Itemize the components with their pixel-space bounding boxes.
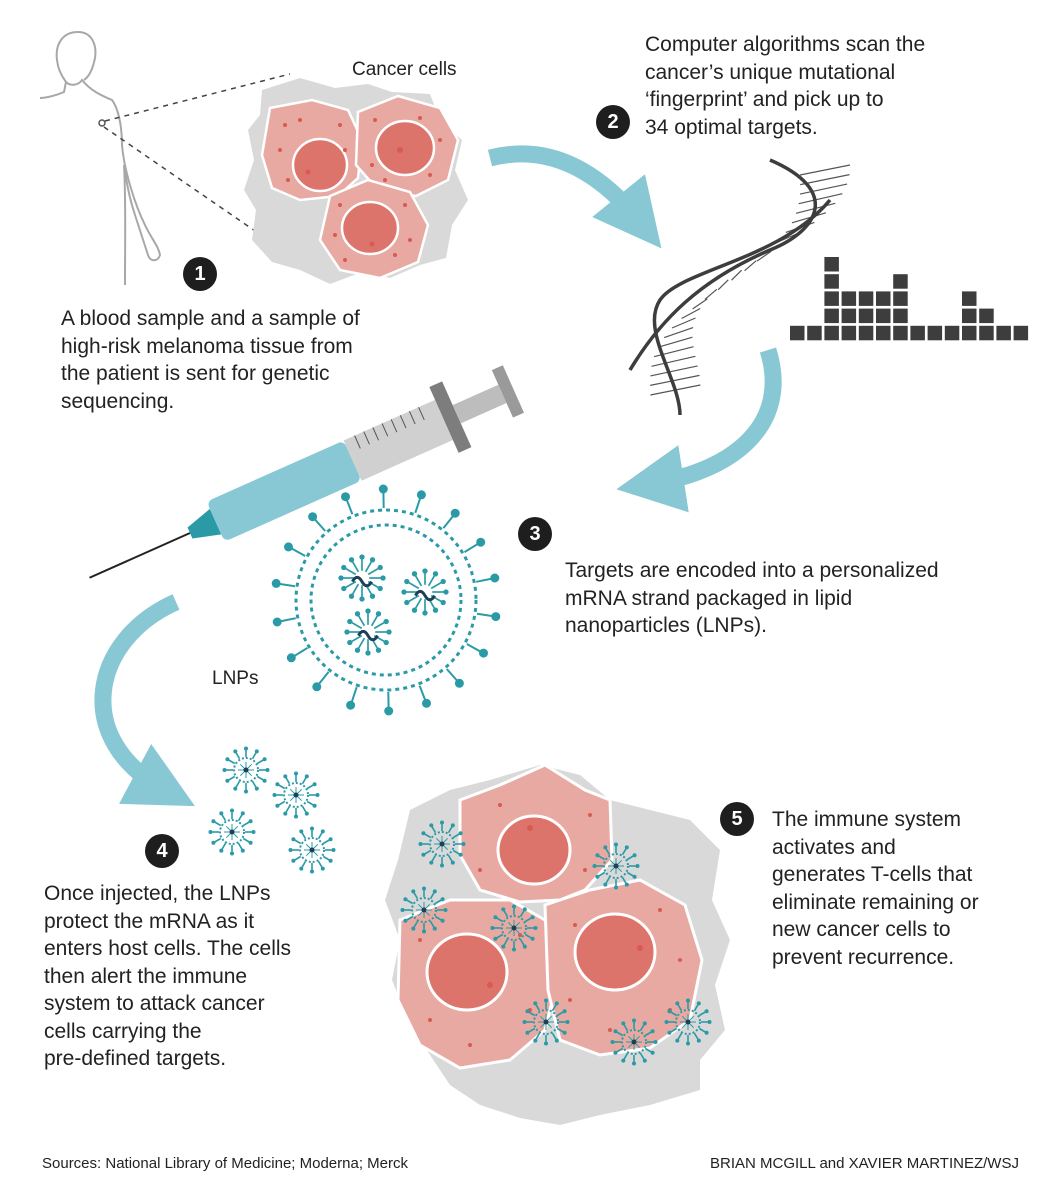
fingerprint-square: [927, 325, 943, 341]
mutational-fingerprint-chart: [790, 257, 1029, 341]
step-1-line: A blood sample and a sample of: [61, 307, 360, 330]
lipid-nanoparticle-large: [271, 484, 501, 716]
fingerprint-square: [996, 325, 1011, 341]
lipid-nanoparticles-attacking: [400, 820, 712, 1066]
fingerprint-square: [824, 325, 839, 341]
fingerprint-square: [858, 325, 874, 341]
lnp-particle-icon: [522, 998, 570, 1046]
step-3-badge: 3: [518, 517, 552, 551]
flow-arrows: [94, 145, 782, 807]
fingerprint-square: [858, 308, 874, 324]
fingerprint-square: [841, 308, 857, 324]
fingerprint-square: [893, 308, 908, 324]
step-4-badge: 4: [145, 834, 179, 868]
step-5-badge: 5: [720, 802, 754, 836]
fingerprint-square: [841, 325, 857, 341]
step-5-text: The immune system activates and generate…: [772, 806, 979, 971]
lnp-particle-icon: [272, 771, 320, 819]
step-2-badge: 2: [596, 105, 630, 139]
arrow-2-to-3: [616, 347, 782, 513]
fingerprint-square: [858, 291, 874, 306]
step-4-text: Once injected, the LNPs protect the mRNA…: [44, 880, 291, 1073]
step-4-line: cells carrying the: [44, 1019, 202, 1043]
fingerprint-square: [807, 325, 822, 341]
sources-note: Sources: National Library of Medicine; M…: [42, 1155, 408, 1172]
step-1-line: high-risk melanoma tissue from: [61, 334, 353, 358]
fingerprint-square: [893, 291, 908, 306]
lnp-particle-icon: [288, 826, 336, 874]
step-4-line: system to attack cancer: [44, 992, 265, 1015]
step-4-line: then alert the immune: [44, 964, 248, 988]
step-5-line: generates T-cells that: [772, 863, 973, 886]
step-1-line: the patient is sent for genetic: [61, 362, 330, 385]
step-5-line: new cancer cells to: [772, 918, 951, 941]
fingerprint-square: [824, 308, 839, 324]
arrow-3-to-4: [94, 594, 195, 807]
lnp-particle-icon: [208, 808, 256, 856]
fingerprint-square: [876, 325, 891, 341]
step-5-line: eliminate remaining or: [772, 890, 979, 914]
step-2-line: cancer’s unique mutational: [645, 60, 896, 84]
lnps-label: LNPs: [212, 668, 259, 689]
lnp-particle-icon: [664, 998, 712, 1046]
step-1-line: sequencing.: [61, 389, 175, 413]
fingerprint-square: [1013, 325, 1029, 341]
fingerprint-square: [876, 291, 891, 306]
step-4-line: pre-defined targets.: [44, 1047, 227, 1070]
fingerprint-square: [962, 291, 977, 306]
fingerprint-square: [979, 308, 994, 324]
fingerprint-square: [824, 257, 839, 272]
fingerprint-square: [876, 308, 891, 324]
fingerprint-square: [893, 325, 908, 341]
fingerprint-square: [962, 325, 977, 341]
fingerprint-square: [944, 325, 960, 341]
step-2-line: Computer algorithms scan the: [645, 33, 926, 56]
step-3-line: nanoparticles (LNPs).: [565, 614, 767, 637]
lnp-particle-icon: [490, 904, 538, 952]
fingerprint-square: [893, 274, 908, 289]
cancer-cells-cluster: [244, 78, 468, 284]
zoom-guide-lines: [103, 73, 291, 234]
step-2-line: ‘fingerprint’ and pick up to: [645, 88, 884, 111]
fingerprint-square: [824, 291, 839, 306]
dna-helix-icon: [628, 158, 851, 416]
fingerprint-square: [962, 308, 977, 324]
credit-line: BRIAN MCGILL and XAVIER MARTINEZ/WSJ: [710, 1155, 1019, 1172]
cancer-cells-attacked: [385, 763, 730, 1125]
step-1-badge: 1: [183, 257, 217, 291]
fingerprint-square: [790, 325, 805, 341]
step-5-line: activates and: [772, 835, 896, 859]
syringe-icon: [89, 365, 524, 579]
lnp-particle-icon: [592, 842, 640, 890]
step-5-line: prevent recurrence.: [772, 945, 955, 969]
step-2-text: Computer algorithms scan the cancer’s un…: [645, 31, 925, 141]
step-4-line: protect the mRNA as it: [44, 909, 255, 933]
fingerprint-square: [824, 274, 839, 289]
step-3-line: Targets are encoded into a personalized: [565, 559, 939, 582]
step-3-line: mRNA strand packaged in lipid: [565, 586, 853, 610]
arrow-1-to-2: [487, 145, 662, 249]
human-figure-icon: [39, 31, 162, 286]
lnp-particle-icon: [610, 1018, 658, 1066]
fingerprint-square: [910, 325, 925, 341]
fingerprint-square: [841, 291, 857, 306]
step-5-line: The immune system: [772, 808, 962, 831]
fingerprint-square: [979, 325, 994, 341]
step-3-text: Targets are encoded into a personalized …: [565, 557, 939, 640]
step-1-text: A blood sample and a sample of high-risk…: [61, 305, 360, 415]
lnp-particle-icon: [400, 886, 448, 934]
cancer-cells-label: Cancer cells: [352, 59, 457, 80]
step-4-line: Once injected, the LNPs: [44, 882, 271, 905]
step-4-line: enters host cells. The cells: [44, 937, 292, 960]
sample-site-icon: [98, 119, 106, 127]
lipid-nanoparticles-small: [208, 746, 336, 874]
lnp-particle-icon: [418, 820, 466, 868]
lnp-particle-icon: [222, 746, 270, 794]
step-2-line: 34 optimal targets.: [645, 115, 818, 139]
